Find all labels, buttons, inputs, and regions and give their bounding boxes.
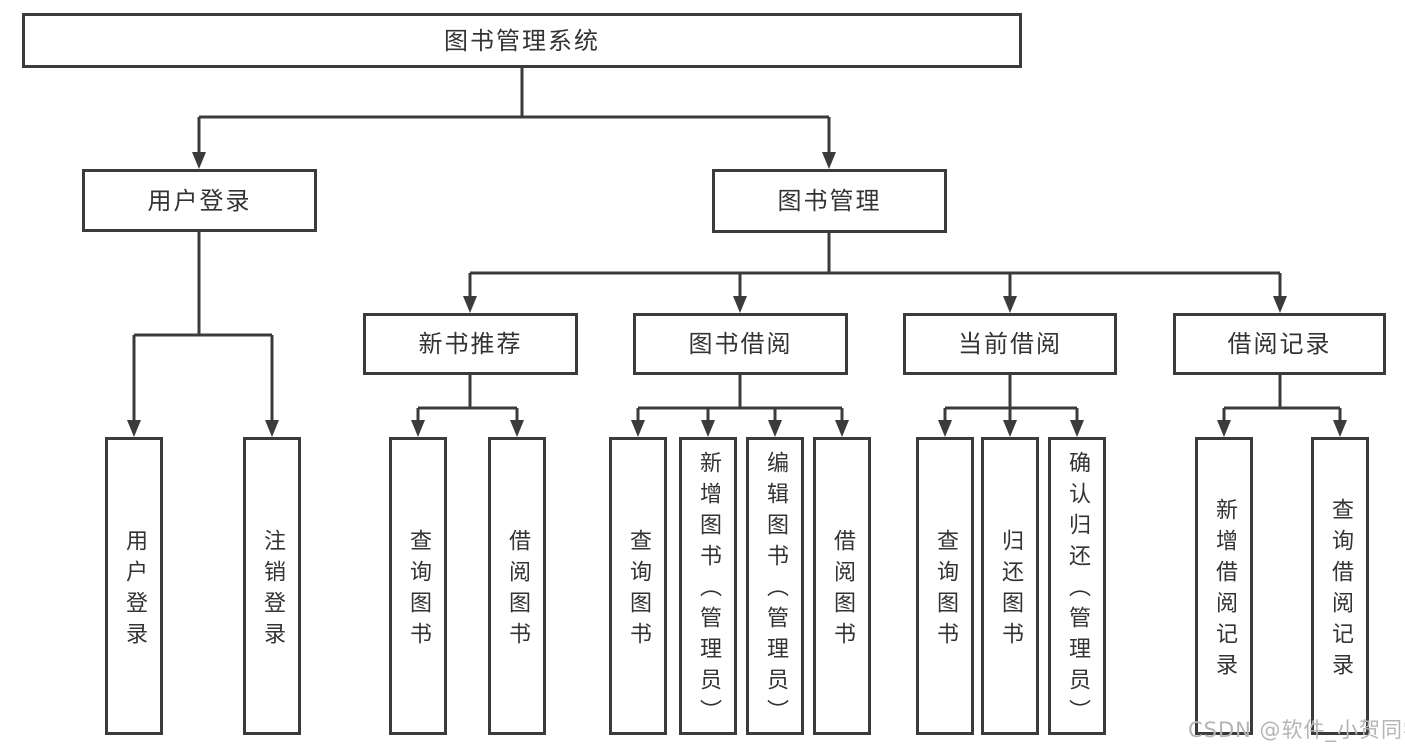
node-add-books-admin: 新增图书（管理员） bbox=[679, 437, 737, 735]
arrowheads bbox=[127, 152, 1347, 437]
node-user-login: 用户登录 bbox=[82, 169, 317, 232]
node-library-system: 图书管理系统 bbox=[22, 13, 1022, 68]
node-borrow-books-recommend: 借阅图书 bbox=[488, 437, 546, 735]
node-logout-action: 注销登录 bbox=[243, 437, 301, 735]
node-confirm-return-admin: 确认归还（管理员） bbox=[1048, 437, 1106, 735]
node-query-borrow-record: 查询借阅记录 bbox=[1311, 437, 1369, 735]
node-user-login-action: 用户登录 bbox=[105, 437, 163, 735]
csdn-watermark: CSDN @软件_小贺同学 bbox=[1188, 718, 1405, 742]
node-book-borrowing: 图书借阅 bbox=[633, 313, 848, 375]
node-edit-books-admin: 编辑图书（管理员） bbox=[746, 437, 804, 735]
node-query-books-recommend: 查询图书 bbox=[389, 437, 447, 735]
node-new-book-recommendation: 新书推荐 bbox=[363, 313, 578, 375]
node-borrow-books: 借阅图书 bbox=[813, 437, 871, 735]
node-book-management: 图书管理 bbox=[712, 169, 947, 233]
node-query-books-borrowing: 查询图书 bbox=[609, 437, 667, 735]
node-current-borrowing: 当前借阅 bbox=[903, 313, 1117, 375]
node-query-books-current: 查询图书 bbox=[916, 437, 974, 735]
node-return-books: 归还图书 bbox=[981, 437, 1039, 735]
node-borrowing-records: 借阅记录 bbox=[1173, 313, 1386, 375]
node-add-borrow-record: 新增借阅记录 bbox=[1195, 437, 1253, 735]
